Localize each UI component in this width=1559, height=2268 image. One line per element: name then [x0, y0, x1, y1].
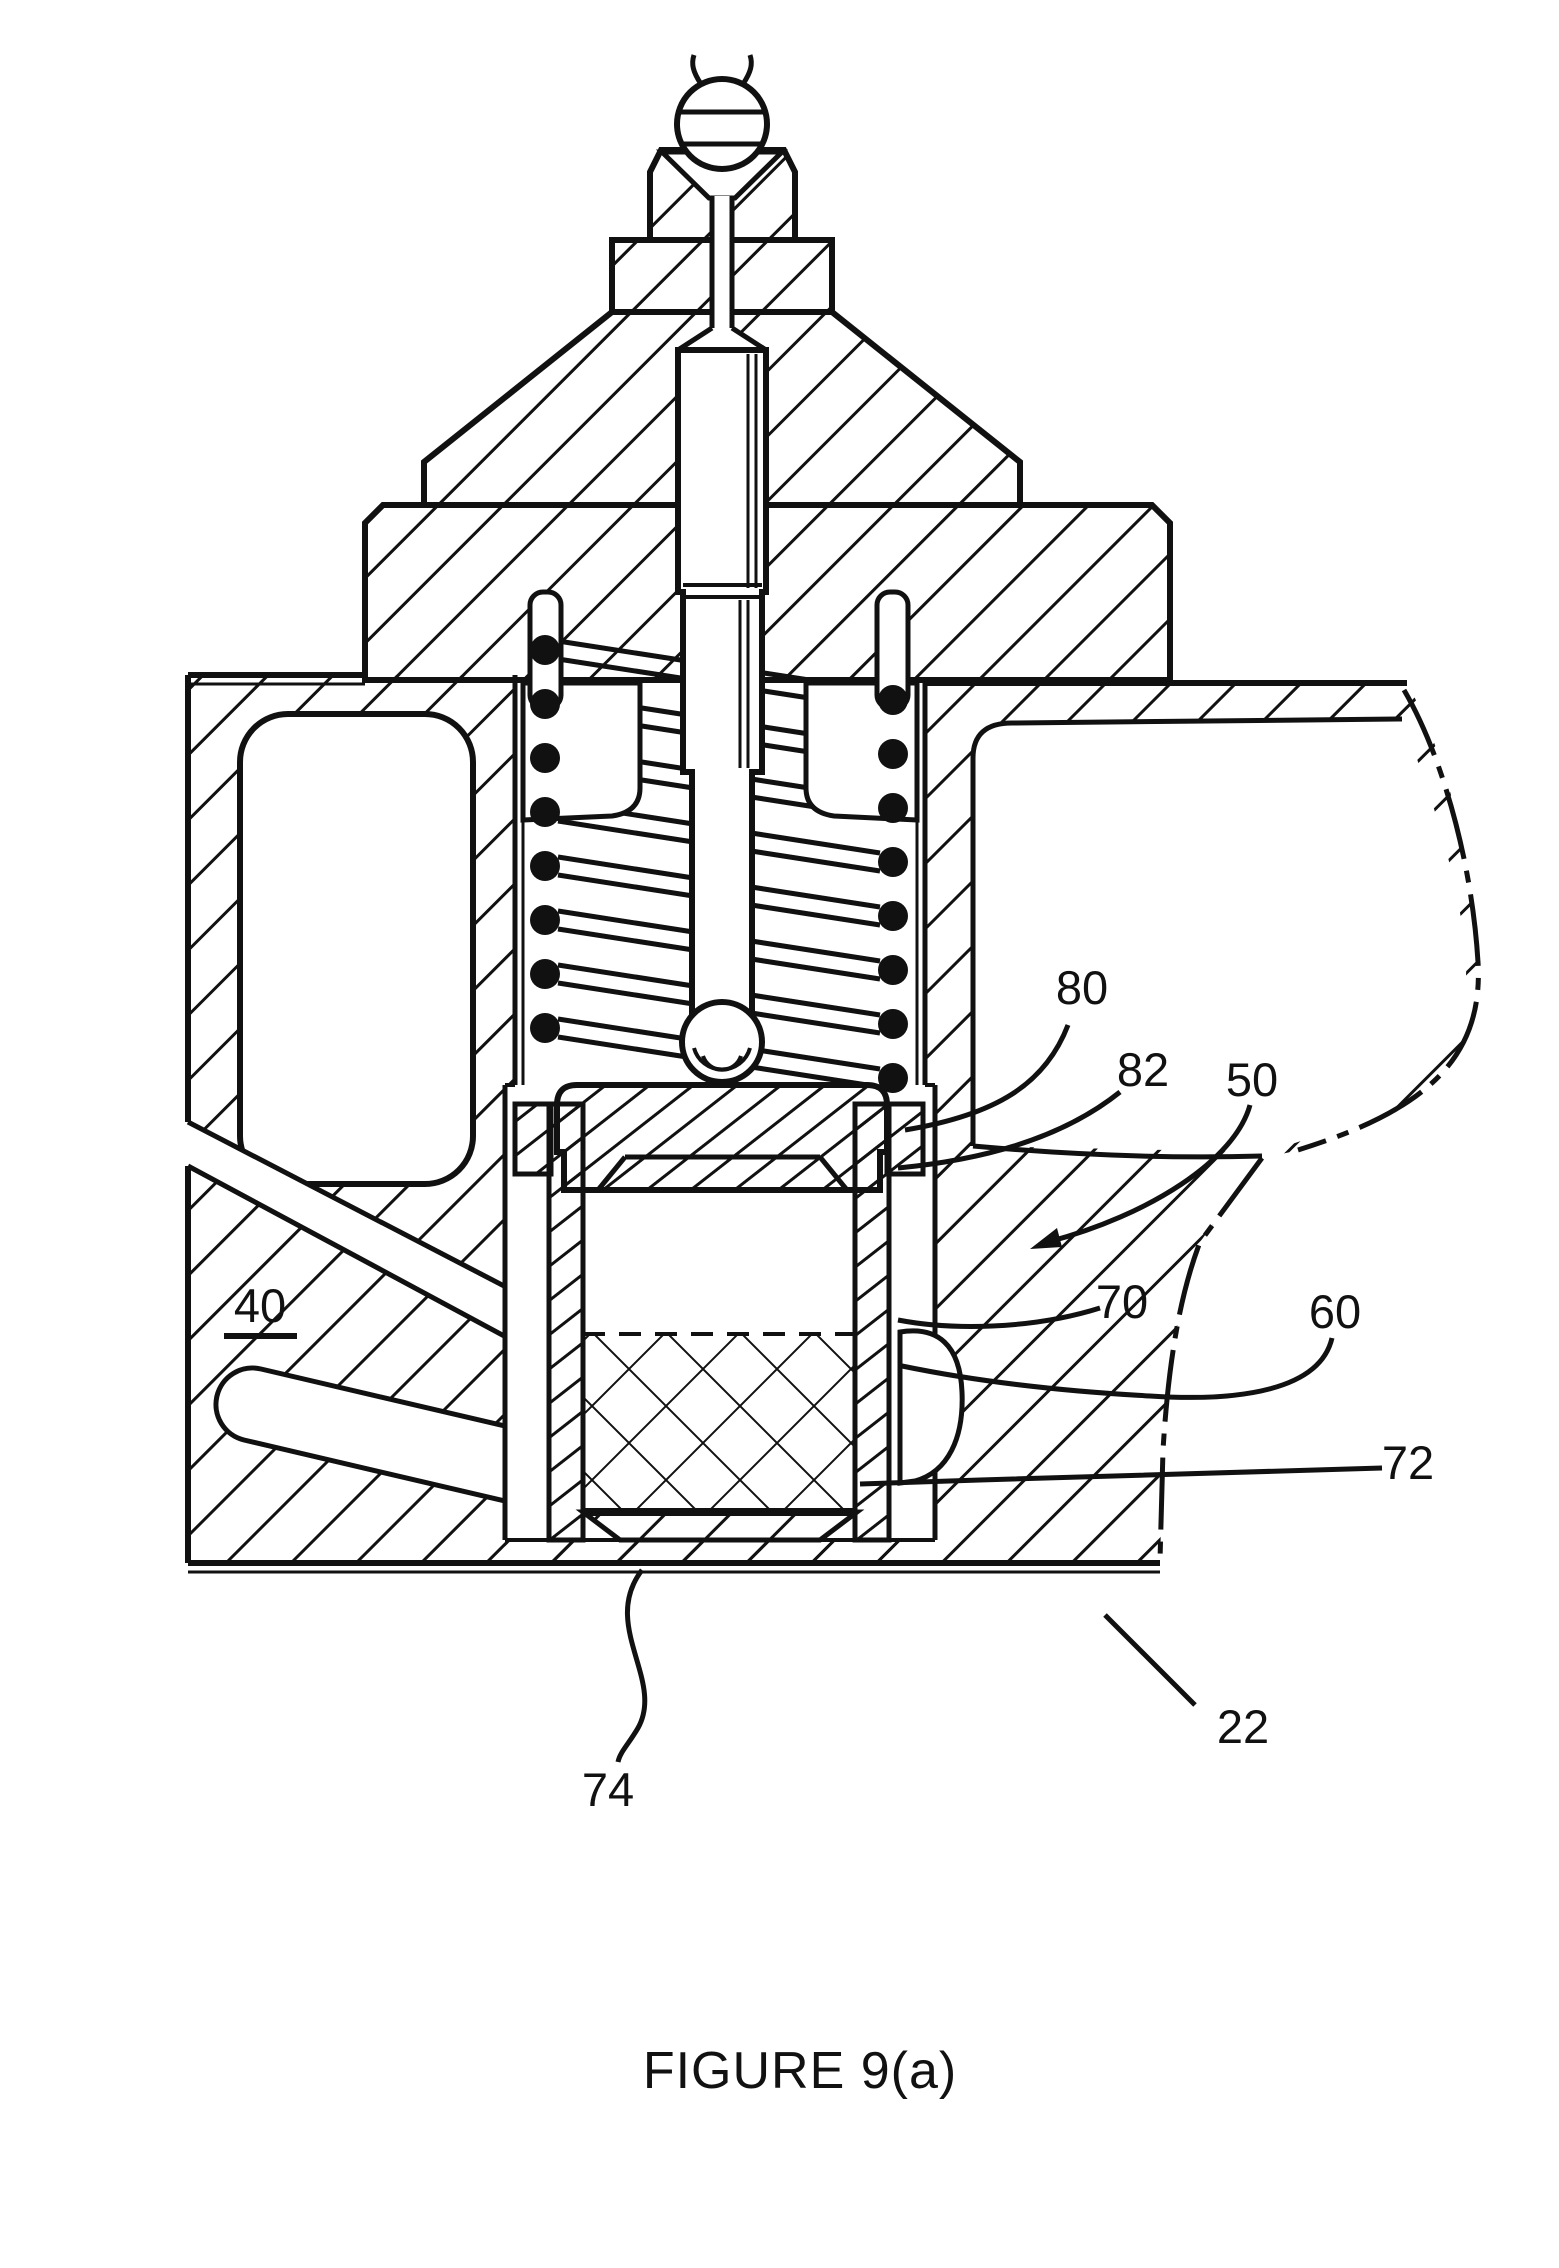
break-away-void — [973, 720, 1467, 1152]
label-70: 70 — [1096, 1275, 1148, 1328]
spring-guides — [520, 680, 920, 823]
label-60: 60 — [1309, 1285, 1361, 1338]
leader-80 — [904, 1024, 1071, 1133]
leader-70 — [897, 1305, 1101, 1329]
needle-ball-tip — [679, 999, 765, 1085]
valve-sleeve — [512, 1101, 926, 1543]
leader-60 — [901, 1337, 1335, 1400]
leader-82 — [897, 1090, 1122, 1171]
leader-74 — [615, 1568, 648, 1763]
spring-coil-ends — [530, 635, 908, 1093]
cup-bottom — [575, 1509, 865, 1543]
reference-labels: 80 82 50 70 60 72 40 22 74 — [224, 961, 1434, 1816]
left-spring-guide — [520, 680, 643, 823]
leader-22 — [1103, 1613, 1197, 1707]
right-spring-guide — [803, 680, 920, 823]
stem-ball-end — [674, 54, 770, 172]
needle-rod — [675, 347, 769, 1015]
vertical-slot-cavity — [237, 711, 476, 1187]
reference-leaders — [615, 1024, 1383, 1763]
valve-plug — [575, 1332, 865, 1543]
break-line — [1157, 688, 1481, 1561]
nozzle-base — [505, 1540, 935, 1564]
label-74: 74 — [582, 1763, 634, 1816]
label-72: 72 — [1382, 1436, 1434, 1489]
valve-stem — [676, 196, 768, 353]
label-50: 50 — [1226, 1053, 1278, 1106]
inlet-passage — [188, 1122, 508, 1338]
leader-50-arrowhead — [1030, 1228, 1062, 1249]
leader-50 — [1047, 1104, 1253, 1245]
upper-housing — [362, 54, 1173, 683]
label-22: 22 — [1217, 1700, 1269, 1753]
armature-disc — [554, 1082, 890, 1193]
label-80: 80 — [1056, 961, 1108, 1014]
figure-caption: FIGURE 9(a) — [643, 2042, 957, 2100]
label-40: 40 — [234, 1279, 286, 1332]
label-82: 82 — [1117, 1043, 1169, 1096]
leader-72 — [859, 1465, 1383, 1487]
